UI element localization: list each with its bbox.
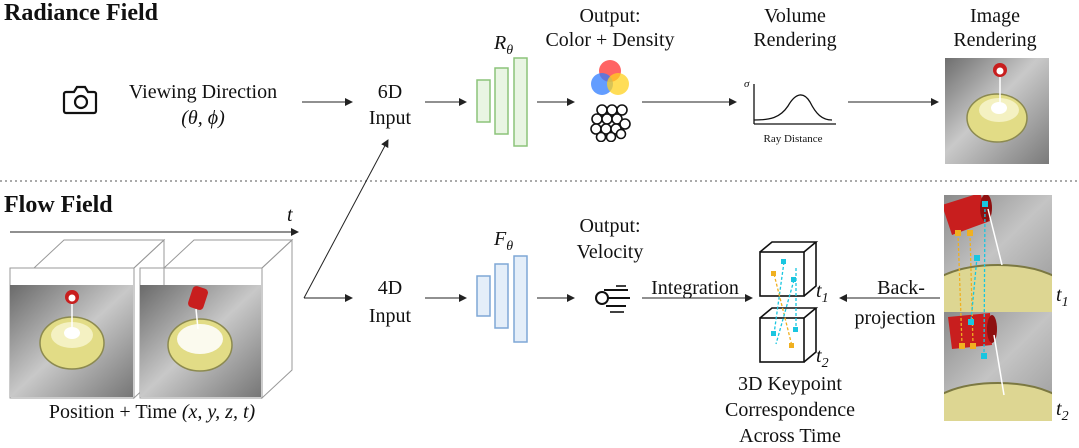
photo-t1-symbol: t [1056,284,1062,306]
keypoint-line3: Across Time [739,425,841,447]
cube-t1-label: t1 [816,280,829,307]
photo-t2-label: t2 [1056,398,1069,425]
radiance-network-label: Rθ [494,32,513,59]
time-frame-2-thumbnail [140,285,261,397]
flow-network-label: Fθ [494,228,513,255]
arrow-cubes-to-6d-input [303,139,389,299]
volume-rendering-line1: Volume [764,5,826,27]
backprojection-line1: Back- [877,277,925,299]
backprojection-line2: projection [840,306,950,330]
plot-ray-distance-label: Ray Distance [763,133,823,145]
keypoint-line2: Correspondence [725,399,855,421]
input-4d-line1: 4D [377,277,403,299]
keypoint-photos [944,195,1052,421]
radiance-network-icon [476,57,528,147]
network-symbol-f: F [494,228,507,250]
output-color-line2: Color + Density [545,29,675,51]
time-frame-1-thumbnail [10,285,133,397]
time-axis-label: t [287,204,293,226]
position-time-vars: (x, y, z, t) [181,401,256,423]
photo-t1-label: t1 [1056,284,1069,311]
cube-t2-subscript: 2 [821,356,829,371]
photo-t2-subscript: 2 [1061,409,1069,424]
position-time-label: Position + Time (x, y, z, t) [2,400,302,424]
cube-t2-symbol: t [816,345,822,367]
plot-sigma-label: σ [744,78,750,90]
input-6d-line2: Input [368,107,412,129]
network-subscript-r: θ [506,43,514,58]
velocity-icon [595,285,630,313]
radiance-field-title: Radiance Field [4,0,158,26]
viewing-direction-vars: (θ, ϕ) [181,107,225,129]
image-rendering-line2: Rendering [953,29,1037,51]
camera-icon [62,85,98,115]
density-spheres-icon [590,104,631,142]
cube-t1-subscript: 1 [821,291,829,306]
flow-network-icon [476,255,528,343]
output-color-line1: Output: [579,5,641,27]
keypoint-cubes-icon [759,241,819,363]
flow-field-title: Flow Field [4,192,113,218]
network-symbol-r: R [494,32,507,54]
cube-t1-symbol: t [816,280,822,302]
network-subscript-f: θ [506,239,514,254]
keypoint-line1: 3D Keypoint [738,373,842,395]
output-velocity-line1: Output: [579,215,641,237]
position-time-text: Position + Time [48,401,177,423]
viewing-direction-label: Viewing Direction [128,81,278,103]
rendered-image-thumbnail [945,58,1049,164]
photo-t2-symbol: t [1056,398,1062,420]
photo-t1-subscript: 1 [1061,295,1069,310]
output-velocity-line2: Velocity [576,241,644,263]
integration-label: Integration [651,277,739,299]
density-plot-icon [753,84,836,125]
image-rendering-line1: Image [970,5,1020,27]
input-6d-line1: 6D [377,81,403,103]
color-venn-icon [591,60,629,95]
input-4d-line2: Input [368,305,412,327]
volume-rendering-line2: Rendering [753,29,837,51]
cube-t2-label: t2 [816,345,829,372]
